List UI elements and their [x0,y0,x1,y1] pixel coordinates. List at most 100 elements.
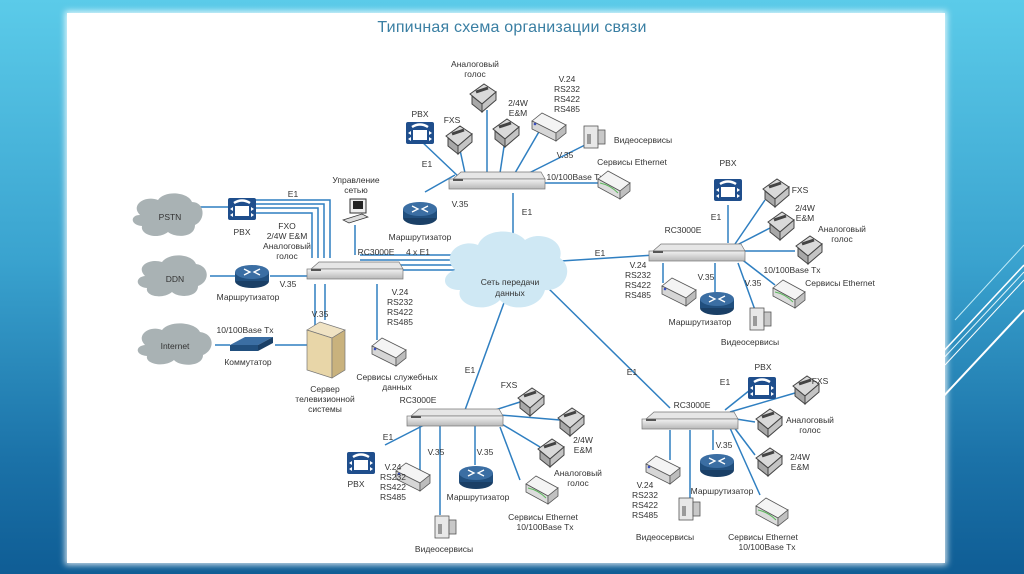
diagram-label: RS232 [632,490,658,500]
phone-icon [754,407,784,439]
router-icon [402,201,438,226]
link-br-cloud [544,284,671,409]
diagram-label: RS232 [387,297,413,307]
link-top-fxs [459,149,466,174]
diagram-label: FXS [501,380,518,390]
diagram-label: RS232 [380,472,406,482]
data-network-cloud: Сеть передачи данных [444,231,568,308]
pc-icon [342,198,369,224]
pbx-icon [746,375,778,401]
link-bl-em [499,414,561,421]
phone-icon [444,124,474,156]
diagram-label: Аналоговый [818,224,866,234]
diagram-label: 10/100Base Tx [516,522,574,532]
diagram-label: голос [831,234,853,244]
rc3000e-device [448,171,546,190]
diagram-label: FXO [278,221,296,231]
phone-icon [794,234,824,266]
diagram-label: E1 [422,159,433,169]
phone-icon [491,117,521,149]
diagram-label: Видеосервисы [415,544,473,554]
diagram-label: RS232 [625,270,651,280]
phone-icon [516,386,546,418]
pbx-icon [712,177,744,203]
diagram-label: RS485 [625,290,651,300]
diagram-label: PBX [719,158,736,168]
diagram-label: RS422 [387,307,413,317]
diagram-label: 2/4W [573,435,593,445]
diagram-label: Видеосервисы [614,135,672,145]
diagram-label: Аналоговый [451,59,499,69]
diagram-label: RC3000E [400,395,437,405]
diagram-label: Аналоговый [554,468,602,478]
link-right-fxs [734,199,766,245]
diagram-label: PBX [754,362,771,372]
left-node: PSTN DDN Internet PBX E1 FXO 2/4W E&M Ан… [132,175,452,414]
diagram-label: RS422 [632,500,658,510]
diagram-label: 2/4W [795,203,815,213]
diagram-label: V.24 [392,287,409,297]
router-icon [699,453,735,478]
link-right-em [734,227,771,247]
diagram-label: Маршрутизатор [217,292,280,302]
link-bl-analog [499,422,541,448]
diagram-label: RS422 [380,482,406,492]
diagram-label: V.35 [477,447,494,457]
diagram-label: V.35 [745,278,762,288]
diagram-label: Видеосервисы [721,337,779,347]
bottom-right-node: E1 RC3000E PBX E1 FXS Аналоговый голос 2… [627,362,834,552]
diagram-label: RS485 [380,492,406,502]
link-top-pbx [419,139,461,179]
link-pbx-rc-2 [255,203,325,258]
cloud-label-1: Сеть передачи [481,277,540,287]
internet-label: Internet [161,341,190,351]
diagram-label: E1 [720,377,731,387]
link-br-fxs [729,392,796,413]
diagram-label: Коммутатор [224,357,272,367]
slide-title: Типичная схема организации связи [377,19,647,36]
top-node: Аналоговый голос PBX FXS 2/4W E&M V.24 R… [404,59,672,217]
rc3000e-device [306,261,404,280]
link-right-cloud [544,254,656,263]
connection-lines [198,110,796,515]
phone-icon [556,406,586,438]
diagram-label: сетью [344,185,368,195]
diagram-label: RS232 [554,84,580,94]
diagram-label: Аналоговый [263,241,311,251]
diagram-label: 10/100Base Tx [763,265,821,275]
rc3000e-device [406,408,504,427]
diagram-label: Маршрутизатор [691,486,754,496]
diagram-label: V.24 [385,462,402,472]
diagram-label: E&M [509,108,527,118]
cloud-label-2: данных [495,288,525,298]
diagram-label: Сервисы служебных [356,372,438,382]
diagram-label: V.24 [637,480,654,490]
serial-box-icon [661,277,697,307]
diagram-label: голос [799,425,821,435]
phone-icon [468,82,498,114]
diagram-label: Сервисы Ethernet [728,532,798,542]
diagram-label: Маршрутизатор [389,232,452,242]
diagram-label: V.24 [630,260,647,270]
diagram-label: V.35 [698,272,715,282]
diagram-label: Маршрутизатор [669,317,732,327]
phone-icon [754,446,784,478]
pstn-label: PSTN [159,212,182,222]
diagram-label: E1 [465,365,476,375]
diagram-label: 2/4W [508,98,528,108]
diagram-label: E1 [522,207,533,217]
diagram-label: 4 x E1 [406,247,430,257]
diagram-label: FXS [792,185,809,195]
diagram-label: PBX [347,479,364,489]
ethernet-box-icon [597,170,631,200]
diagram-label: V.35 [280,279,297,289]
diagram-label: RS485 [554,104,580,114]
bottom-left-node: E1 RC3000E FXS 2/4W E&M Аналоговый голос… [345,365,602,554]
diagram-label: данных [382,382,412,392]
e1-label: E1 [288,189,299,199]
diagram-label: 10/100Base Tx [738,542,796,552]
diagram-label: 2/4W E&M [267,231,308,241]
diagram-label: RS485 [387,317,413,327]
router-icon [458,465,494,490]
